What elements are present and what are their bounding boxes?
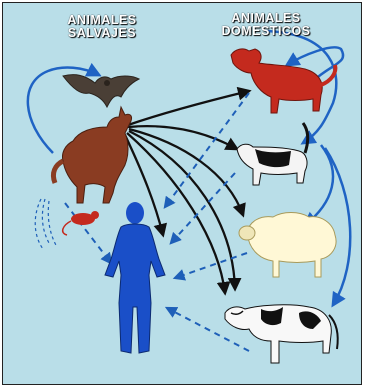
diagram-canvas	[3, 3, 361, 384]
wild-animals-caption: ANIMALES SALVAJES	[22, 14, 182, 40]
domestic-animals-caption: ANIMALES DOMESTICOS	[186, 12, 346, 38]
domestic-caption-line2: DOMESTICOS	[186, 25, 346, 38]
wild-caption-line2: SALVAJES	[22, 27, 182, 40]
diagram-panel: ANIMALES SALVAJES ANIMALES DOMESTICOS	[2, 2, 362, 385]
